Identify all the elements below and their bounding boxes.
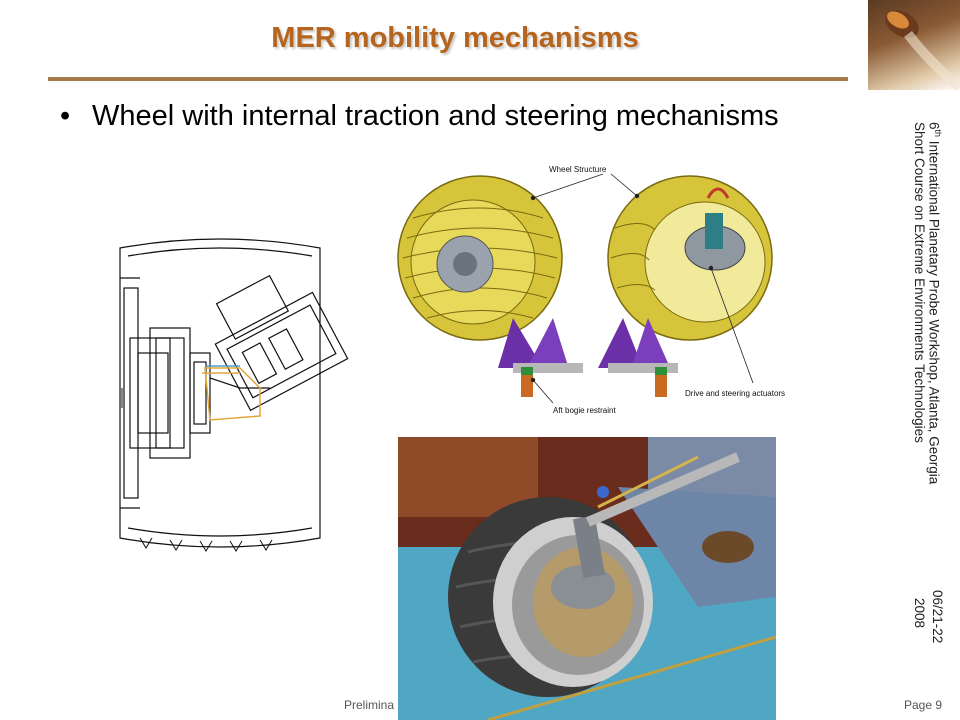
- wheel-cross-section-drawing: [119, 238, 349, 552]
- wheel-photo: [398, 437, 777, 720]
- page-number: Page 9: [904, 698, 943, 712]
- date-line: 06/21-22: [930, 590, 945, 644]
- slide-title: MER mobility mechanisms: [271, 22, 639, 54]
- footer-left-text: Prelimina: [344, 698, 395, 712]
- sidebar-header-image: [868, 0, 960, 92]
- bullet-dot: •: [60, 100, 71, 132]
- wheel-structure-label: Wheel Structure: [549, 165, 607, 174]
- wheel-photo-image: [398, 437, 777, 720]
- aft-bogie-label: Aft bogie restraint: [553, 406, 616, 415]
- year-line: 2008: [912, 598, 927, 629]
- cad-wheels-render: Wheel Structure Drive and steering actua…: [397, 165, 785, 415]
- drive-actuators-label: Drive and steering actuators: [685, 389, 785, 398]
- course-line: Short Course on Extreme Environments Tec…: [912, 122, 927, 443]
- capsule-icon: [885, 10, 960, 92]
- title-divider: [48, 77, 848, 81]
- bullet-text: Wheel with internal traction and steerin…: [92, 100, 779, 132]
- sidebar: [868, 0, 960, 720]
- bullet-item: • Wheel with internal traction and steeri…: [60, 100, 779, 133]
- workshop-line: 6th International Planetary Probe Worksh…: [926, 122, 944, 485]
- cad-wheel-figure: Wheel Structure Drive and steering actua…: [393, 158, 803, 428]
- sidebar-vertical-text: 6th International Planetary Probe Worksh…: [886, 122, 946, 682]
